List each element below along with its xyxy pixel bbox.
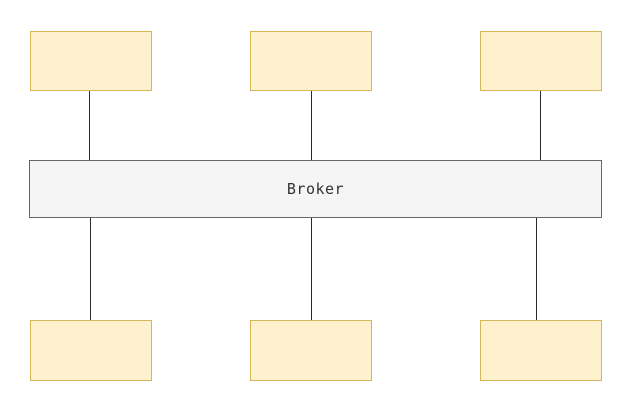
subscriber-node-2[interactable] [250,320,372,381]
subscriber-node-1[interactable] [30,320,152,381]
publisher-node-2[interactable] [250,31,372,91]
edge-publisher-2-to-broker [311,91,312,161]
edge-broker-to-subscriber-1 [90,218,91,321]
publisher-node-1[interactable] [30,31,152,91]
edge-broker-to-subscriber-3 [536,218,537,321]
edge-publisher-3-to-broker [540,91,541,161]
edge-broker-to-subscriber-2 [311,218,312,321]
broker-node[interactable]: Broker [29,160,602,218]
subscriber-node-3[interactable] [480,320,602,381]
publisher-node-3[interactable] [480,31,602,91]
broker-node-label: Broker [286,180,345,198]
edge-publisher-1-to-broker [89,91,90,161]
